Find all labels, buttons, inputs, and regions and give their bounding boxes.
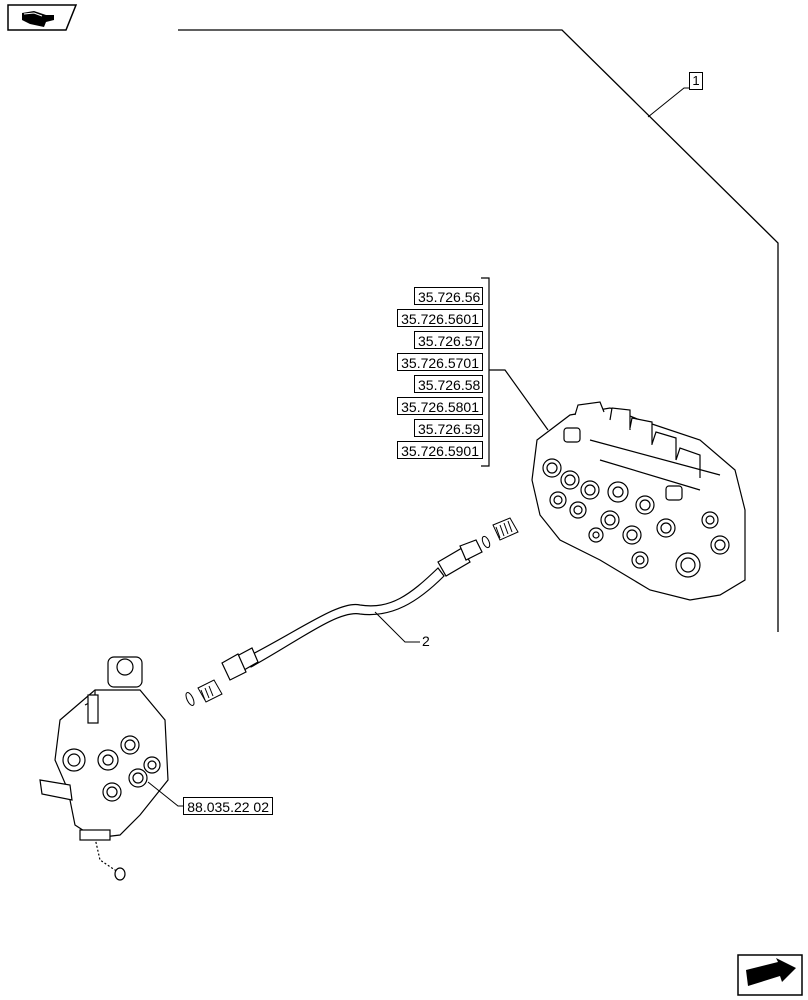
loader-valve bbox=[39, 656, 169, 881]
reference-35-726-59[interactable]: 35.726.59 bbox=[414, 419, 483, 437]
reference-35-726-5801[interactable]: 35.726.5801 bbox=[397, 397, 483, 415]
reference-35-726-5701[interactable]: 35.726.5701 bbox=[397, 353, 483, 371]
hydraulic-hose bbox=[221, 539, 483, 681]
fitting-right bbox=[481, 517, 519, 549]
reference-35-726-58[interactable]: 35.726.58 bbox=[414, 375, 483, 393]
navigation-book-icon[interactable] bbox=[7, 4, 78, 31]
reference-35-726-5901[interactable]: 35.726.5901 bbox=[397, 441, 483, 459]
callout-leader-2 bbox=[374, 611, 420, 643]
callout-item-1[interactable]: 1 bbox=[689, 72, 703, 90]
reference-35-726-56[interactable]: 35.726.56 bbox=[414, 287, 483, 305]
callout-item-2[interactable]: 2 bbox=[422, 633, 430, 649]
reference-88-035-22-02[interactable]: 88.035.22 02 bbox=[183, 797, 273, 815]
control-valve-bank bbox=[531, 401, 746, 601]
next-page-arrow-icon[interactable] bbox=[737, 954, 803, 996]
reference-bracket bbox=[481, 277, 549, 467]
reference-35-726-57[interactable]: 35.726.57 bbox=[414, 331, 483, 349]
reference-35-726-5601[interactable]: 35.726.5601 bbox=[397, 309, 483, 327]
callout-leader-1 bbox=[647, 87, 690, 118]
group-boundary-line bbox=[178, 29, 779, 632]
callout-leader-loader bbox=[147, 781, 183, 807]
fitting-left bbox=[185, 679, 223, 706]
